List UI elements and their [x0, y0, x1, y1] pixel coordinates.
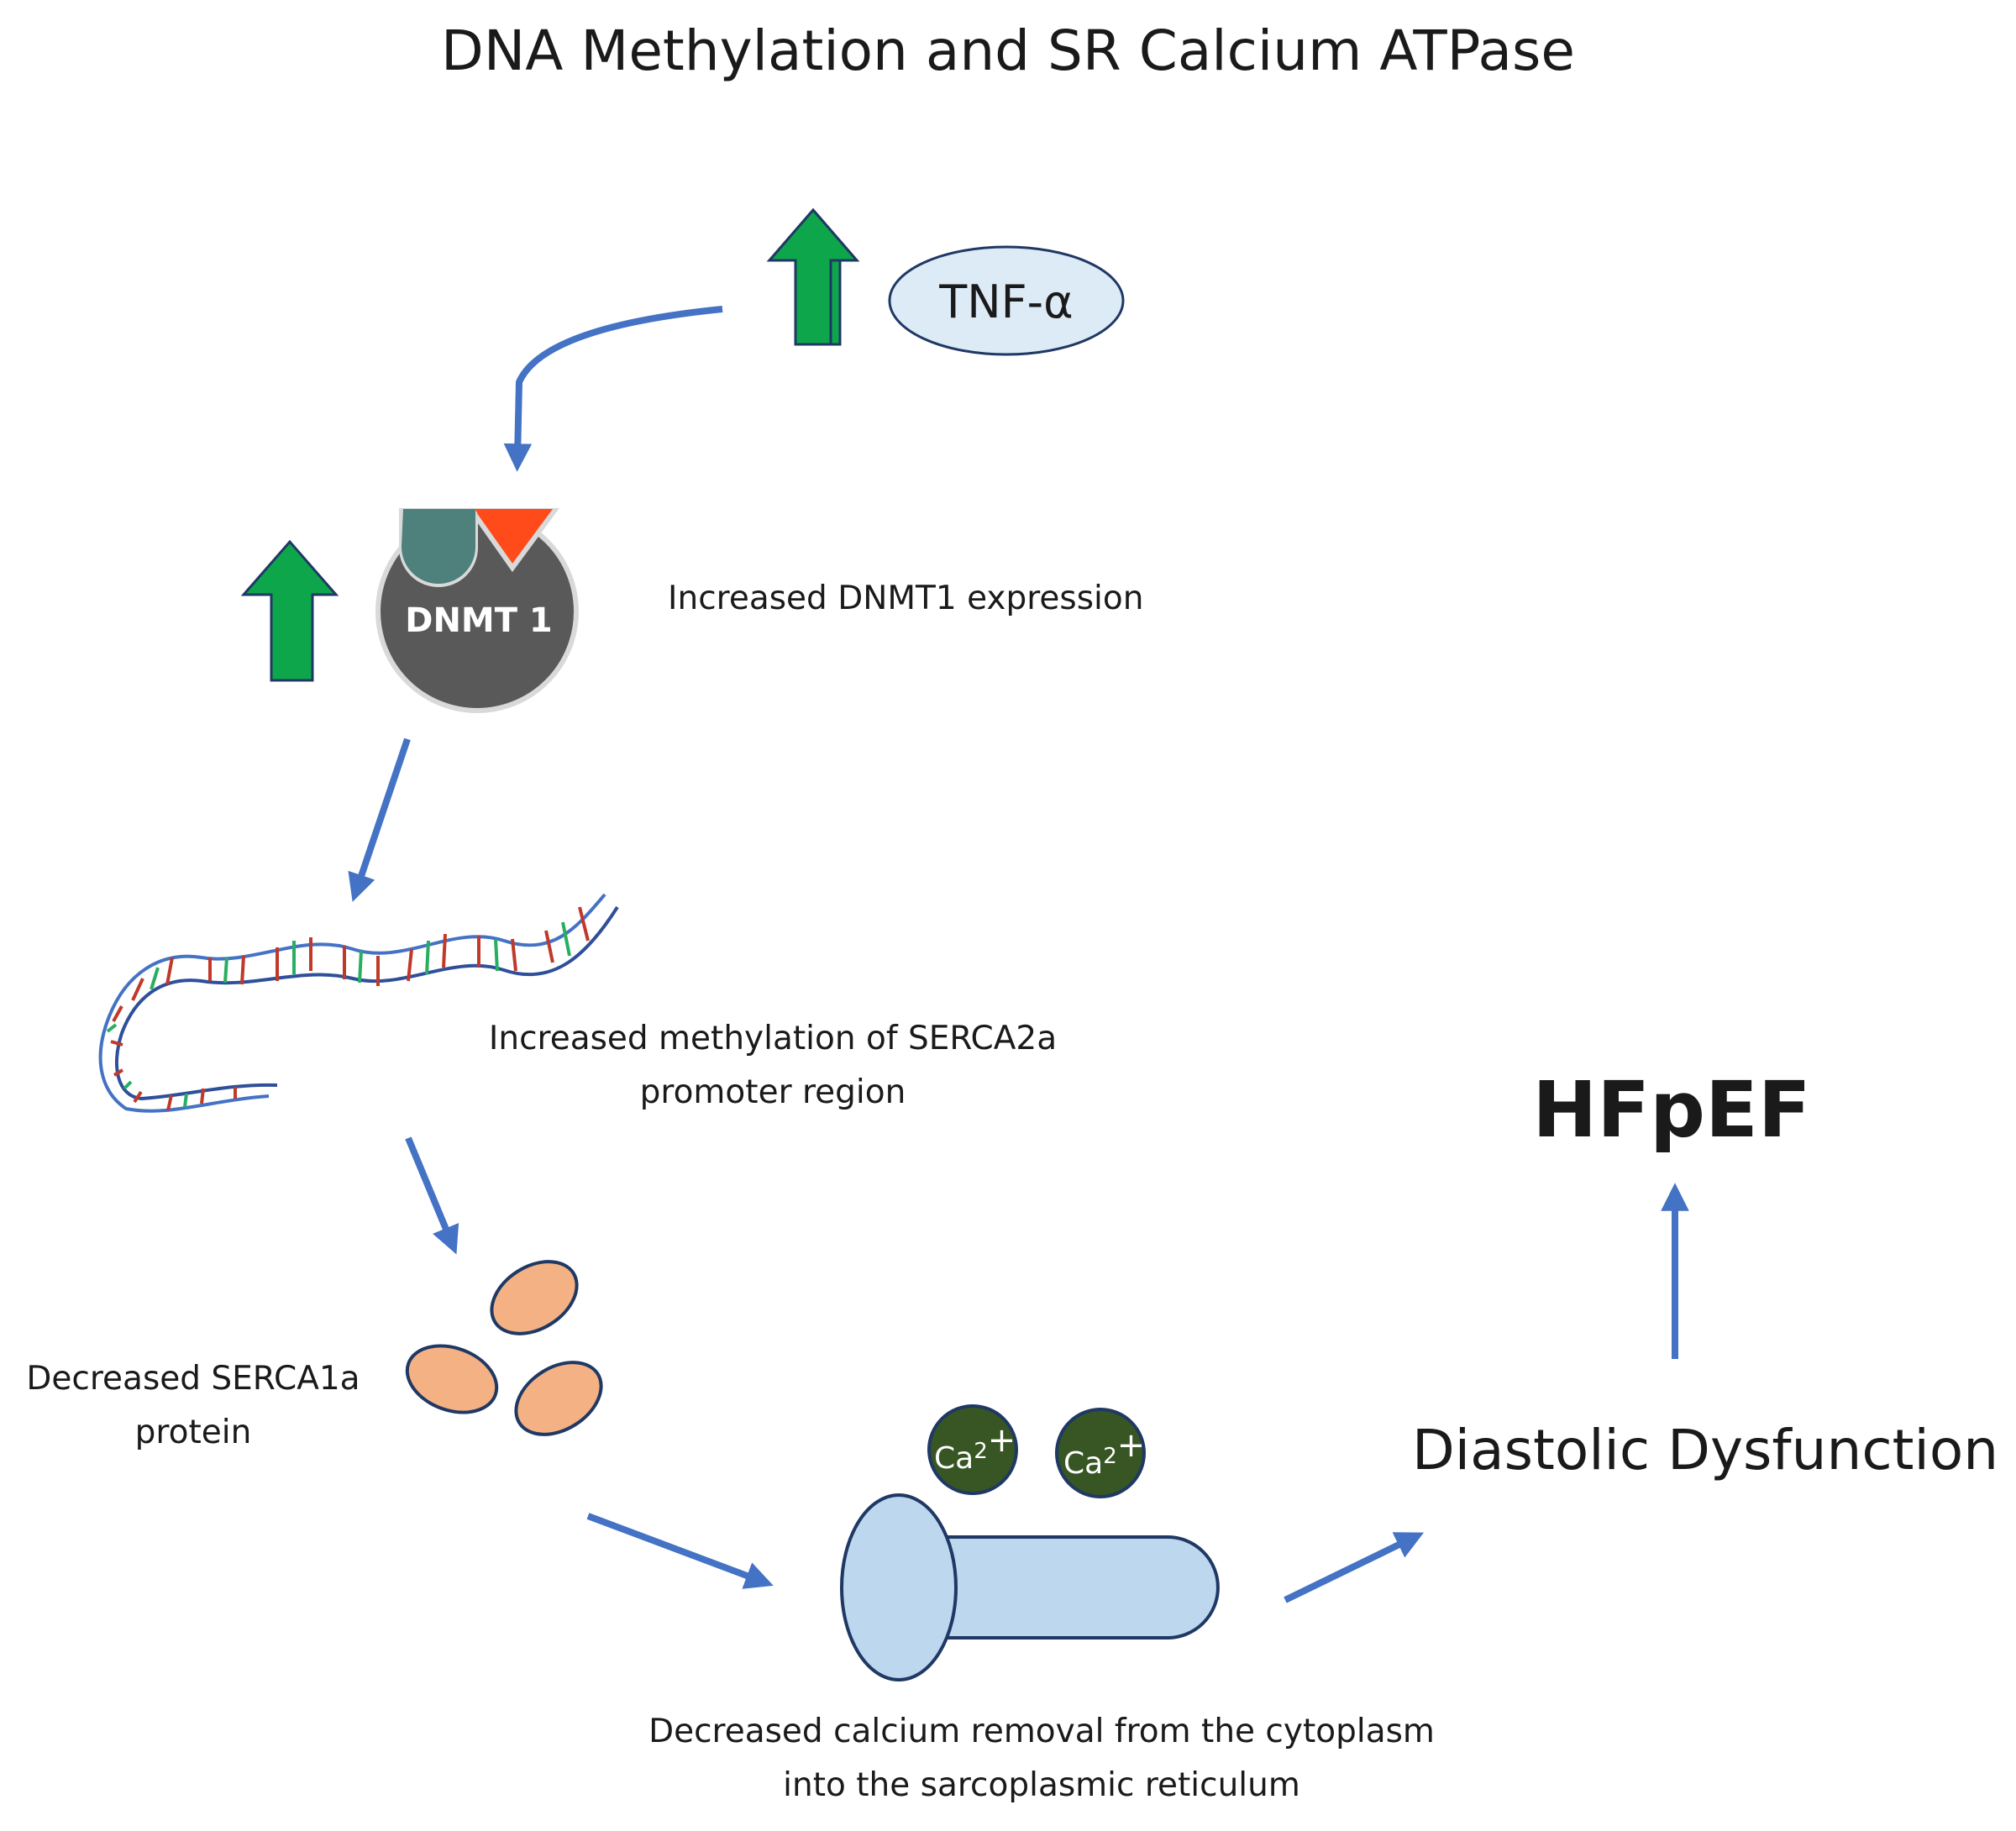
methylation-caption: Increased methylation of SERCA2a promote…	[488, 1020, 1058, 1111]
calcium-removal-caption: Decreased calcium removal from the cytop…	[648, 1713, 1435, 1804]
calcium-ion-2: Ca2+	[1055, 1408, 1146, 1498]
svg-text:Ca2+: Ca2+	[934, 1421, 1016, 1476]
serca-protein-icon	[405, 1260, 603, 1436]
serca-protein-caption: Decreased SERCA1a protein	[26, 1360, 360, 1451]
svg-text:Ca2+: Ca2+	[1063, 1426, 1145, 1481]
arrow-dnmt-to-dna	[348, 737, 411, 902]
up-arrow-dnmt-icon	[240, 539, 339, 682]
hfpef-label: HFpEF	[1532, 1065, 1811, 1155]
dnmt1-enzyme-label: DNMT 1	[405, 601, 553, 640]
calcium-ion-1: Ca2+	[927, 1404, 1018, 1495]
dna-helix-icon	[98, 893, 619, 1113]
arrow-dna-to-protein	[405, 1136, 459, 1255]
arrow-protein-to-pump	[586, 1513, 774, 1589]
tnf-label: TNF-α	[938, 275, 1074, 328]
diastolic-dysfunction-label: Diastolic Dysfunction	[1411, 1418, 1999, 1482]
arrow-pump-to-dysfunction	[1284, 1532, 1425, 1603]
tnf-ellipse	[888, 245, 1125, 356]
arrow-tnf-to-dnmt	[503, 306, 723, 472]
dnmt1-enzyme-icon	[375, 508, 579, 713]
calcium-pump-icon	[840, 1493, 1220, 1681]
diagram-title: DNA Methylation and SR Calcium ATPase	[441, 18, 1575, 83]
dnmt1-expression-caption: Increased DNMT1 expression	[668, 580, 1144, 617]
